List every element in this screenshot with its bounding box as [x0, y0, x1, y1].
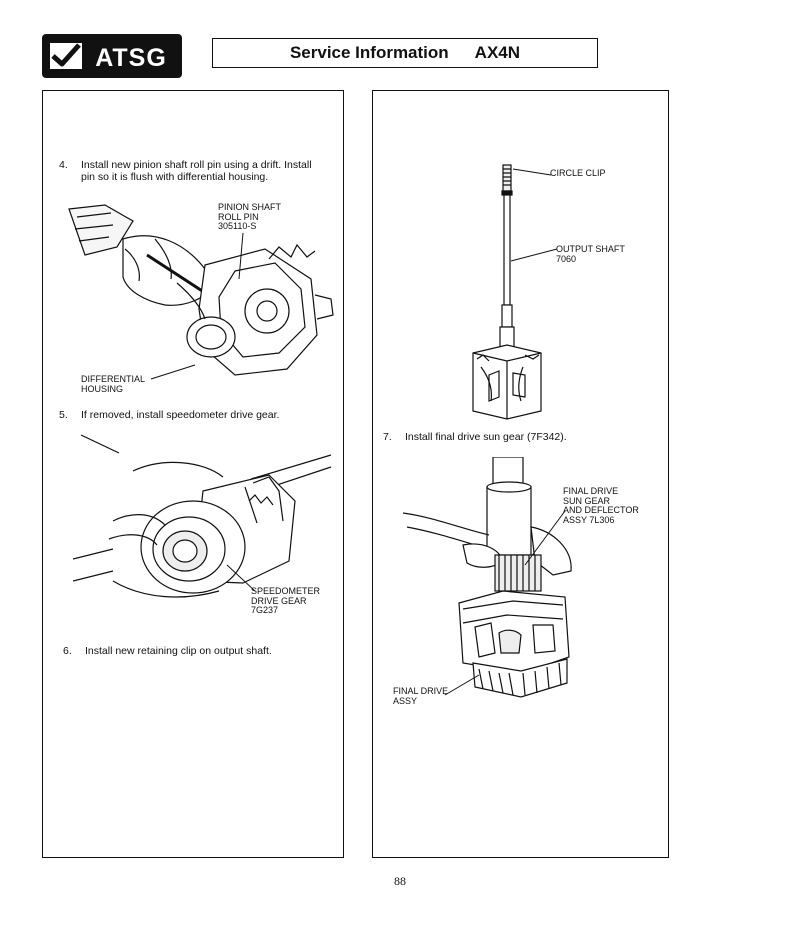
step-text-line: Install new retaining clip on output sha… [85, 645, 272, 657]
callout-final-drive-assy: FINAL DRIVE ASSY [393, 686, 449, 706]
callout-pinion-shaft-roll-pin: PINION SHAFT ROLL PIN 305110-S [218, 202, 282, 231]
leader-line [238, 232, 244, 280]
pinion-roll-pin-illustration [68, 204, 334, 376]
output-shaft-illustration [472, 164, 542, 420]
right-panel: CIRCLE CLIP OUTPUT SHAFT 7060 7. Install… [372, 90, 669, 858]
page-number: 88 [394, 874, 406, 888]
atsg-logo: ATSG [42, 34, 182, 78]
leader-line [524, 510, 566, 566]
step-number: 7. [383, 431, 392, 443]
leader-line [510, 248, 558, 262]
leader-line [150, 364, 196, 380]
step-number: 6. [63, 645, 72, 657]
model-name: AX4N [474, 43, 521, 62]
leader-line [226, 564, 256, 592]
logo-text: ATSG [95, 44, 167, 72]
callout-speedometer-drive-gear: SPEEDOMETER DRIVE GEAR 7G237 [251, 586, 321, 615]
leader-line [444, 674, 480, 696]
step-text-line: Install new pinion shaft roll pin using … [81, 159, 312, 171]
speedometer-drive-gear-illustration [73, 434, 332, 598]
step-text-line: Install final drive sun gear (7F342). [405, 431, 567, 443]
callout-final-drive-sun-gear: FINAL DRIVE SUN GEAR AND DEFLECTOR ASSY … [563, 486, 639, 525]
step-text-line: pin so it is flush with differential hou… [81, 171, 269, 183]
leader-line [512, 168, 552, 176]
callout-output-shaft: OUTPUT SHAFT 7060 [556, 244, 625, 264]
step-number: 5. [59, 409, 68, 421]
header-title-box: Service Information AX4N [212, 38, 598, 68]
callout-circle-clip: CIRCLE CLIP [550, 168, 606, 178]
step-text-line: If removed, install speedometer drive ge… [81, 409, 280, 421]
left-panel: 4. Install new pinion shaft roll pin usi… [42, 90, 344, 858]
final-drive-sun-gear-illustration [403, 457, 572, 698]
step-number: 4. [59, 159, 68, 171]
callout-differential-housing: DIFFERENTIAL HOUSING [81, 374, 146, 394]
page-title: Service Information [289, 43, 449, 62]
